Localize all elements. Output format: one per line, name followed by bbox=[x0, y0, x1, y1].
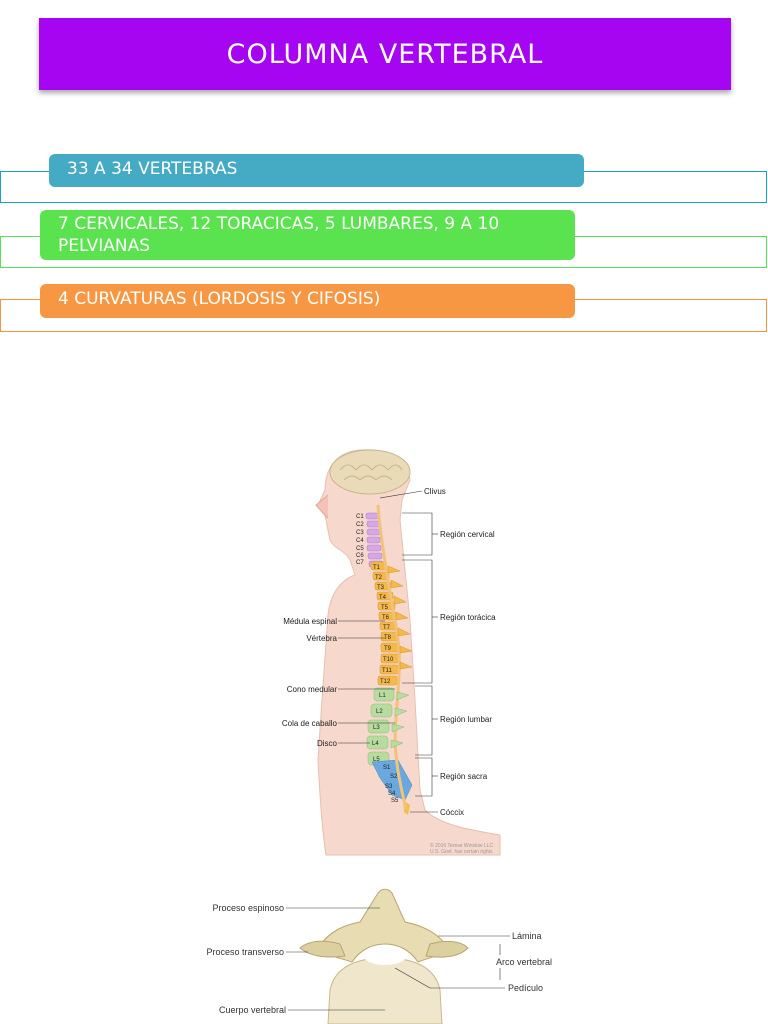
label-disco: Disco bbox=[317, 739, 338, 748]
label-region-cervical: Región cervical bbox=[440, 530, 495, 539]
vertebral-foramen bbox=[363, 945, 407, 965]
label-c6: C6 bbox=[356, 553, 364, 559]
label-l3: L3 bbox=[373, 725, 380, 731]
label-pediculo: Pedículo bbox=[508, 983, 543, 993]
label-c5: C5 bbox=[356, 546, 364, 552]
copyright-line-1: © 2016 Terese Winslow LLC bbox=[430, 842, 493, 849]
label-proceso-transverso: Proceso transverso bbox=[206, 947, 284, 957]
label-t7: T7 bbox=[383, 625, 391, 631]
label-clivus: Clivus bbox=[424, 487, 446, 496]
label-t11: T11 bbox=[382, 668, 393, 674]
fact-text: 4 CURVATURAS (LORDOSIS Y CIFOSIS) bbox=[58, 289, 381, 309]
fact-pill-vertebra-count: 33 A 34 VERTEBRAS bbox=[49, 154, 584, 187]
fact-text: 7 CERVICALES, 12 TORACICAS, 5 LUMBARES, … bbox=[58, 214, 500, 256]
label-t6: T6 bbox=[382, 615, 390, 621]
label-c2: C2 bbox=[356, 522, 364, 528]
label-region-lumbar: Región lumbar bbox=[440, 715, 492, 724]
body-silhouette bbox=[317, 449, 501, 856]
label-l1: L1 bbox=[379, 693, 386, 699]
title-banner: COLUMNA VERTEBRAL bbox=[39, 18, 731, 90]
label-c3: C3 bbox=[356, 530, 364, 536]
fact-text: 33 A 34 VERTEBRAS bbox=[67, 159, 238, 179]
label-l2: L2 bbox=[376, 709, 383, 715]
label-l4: L4 bbox=[372, 741, 379, 747]
label-region-toracica: Región torácica bbox=[440, 613, 496, 622]
brain bbox=[329, 449, 411, 495]
label-t1: T1 bbox=[373, 565, 381, 571]
label-t8: T8 bbox=[384, 635, 392, 641]
label-cuerpo-vertebral: Cuerpo vertebral bbox=[219, 1005, 286, 1015]
label-cono-medular: Cono medular bbox=[287, 685, 338, 694]
label-cola-de-caballo: Cola de caballo bbox=[282, 719, 338, 728]
label-t9: T9 bbox=[384, 646, 392, 652]
label-s5: S5 bbox=[391, 798, 399, 804]
label-s4: S4 bbox=[388, 791, 396, 797]
spine-diagram: C1 C2 C3 C4 C5 C6 C7 T1 T2 T3 T4 T5 T6 T… bbox=[282, 449, 501, 856]
fact-pill-vertebra-types: 7 CERVICALES, 12 TORACICAS, 5 LUMBARES, … bbox=[40, 210, 575, 260]
label-region-sacra: Región sacra bbox=[440, 772, 488, 781]
label-s1: S1 bbox=[383, 765, 391, 771]
label-c4: C4 bbox=[356, 538, 364, 544]
label-t3: T3 bbox=[377, 585, 385, 591]
label-t4: T4 bbox=[379, 595, 387, 601]
label-t5: T5 bbox=[381, 605, 389, 611]
label-c7: C7 bbox=[356, 560, 364, 566]
label-l5: L5 bbox=[373, 757, 380, 763]
vertebra-level-labels: C1 C2 C3 C4 C5 C6 C7 T1 T2 T3 T4 T5 T6 T… bbox=[356, 514, 399, 804]
fact-pill-curvatures: 4 CURVATURAS (LORDOSIS Y CIFOSIS) bbox=[40, 284, 575, 318]
vertebra-diagram: Proceso espinoso Proceso transverso Cuer… bbox=[206, 888, 552, 1024]
cervical-vertebrae bbox=[365, 512, 384, 568]
copyright-line-2: U.S. Govt. has certain rights bbox=[430, 849, 493, 855]
label-lamina: Lámina bbox=[512, 931, 542, 941]
spinal-cord bbox=[376, 504, 408, 811]
label-s3: S3 bbox=[385, 784, 393, 790]
page-title: COLUMNA VERTEBRAL bbox=[226, 38, 544, 70]
vertebral-body bbox=[327, 957, 443, 1024]
label-arco-vertebral: Arco vertebral bbox=[496, 957, 552, 967]
label-proceso-espinoso: Proceso espinoso bbox=[212, 903, 284, 913]
label-t10: T10 bbox=[383, 657, 394, 663]
label-vertebra: Vértebra bbox=[306, 634, 337, 643]
label-coccix: Cóccix bbox=[440, 808, 464, 817]
label-c1: C1 bbox=[356, 514, 364, 520]
label-s2: S2 bbox=[390, 774, 398, 780]
label-medula-espinal: Médula espinal bbox=[283, 617, 337, 626]
label-t12: T12 bbox=[380, 679, 391, 685]
label-t2: T2 bbox=[375, 575, 383, 581]
